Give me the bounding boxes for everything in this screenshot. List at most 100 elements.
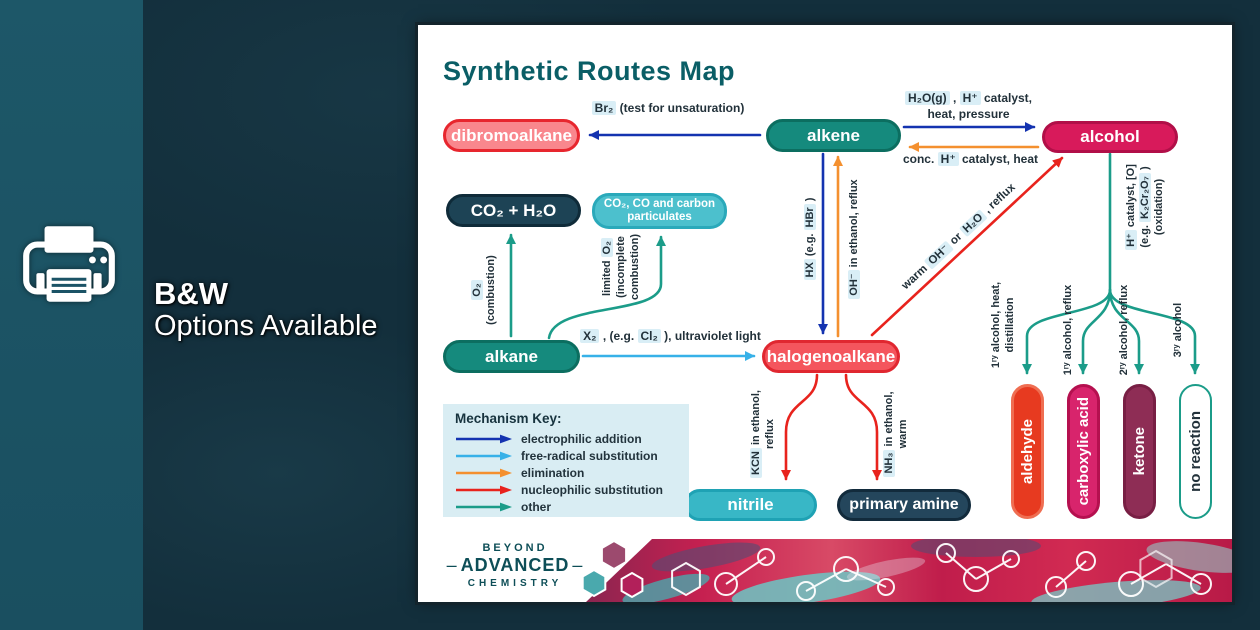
label-cyanide-line1: KCN in ethanol, [749,374,763,494]
mechanism-key: Mechanism Key: electrophilic addition fr… [443,404,689,517]
label-combustion-line1: O₂ [470,230,484,350]
label-incomplete-pre: limited [601,257,613,296]
label-amine-line2: warm [897,419,909,449]
label-hydration-line2: heat, pressure [927,107,1010,121]
bw-title: B&W [154,276,229,311]
bw-subtitle: Options Available [154,310,378,342]
key-row-free-radical: free-radical substitution [455,447,679,464]
label-dehydration: conc. H⁺ catalyst, heat [868,151,1073,167]
chip-kcn: KCN [750,448,762,478]
label-branch-carboxylic: 1ʳʸ alcohol, reflux [1062,284,1074,376]
chip-ohminus: OH⁻ [848,270,860,299]
label-branch-ketone: 2ʳʸ alcohol, reflux [1118,284,1130,376]
label-halogenation-mid: , (e.g. [599,329,638,343]
key-arrow-other-icon [456,502,512,511]
node-aldehyde-label: aldehyde [1019,418,1036,485]
label-elimination-rest: in ethanol, reflux [848,179,860,271]
label-cyanide-rest: in ethanol, [750,390,762,449]
key-arrow-elimination-icon [456,468,512,477]
label-oxidation-line3: (oxidation) [1153,178,1165,236]
label-halogenation: X₂ , (e.g. Cl₂ ), ultraviolet light [568,328,773,344]
label-incomplete-combustion: limited O₂ (incomplete combustion) [600,192,642,342]
label-branch-aldehyde-line1: 1ʳʸ alcohol, heat, [990,281,1002,369]
key-arrow-free-radical-icon [456,451,512,460]
node-nitrile: nitrile [684,489,817,521]
logo-beyond: BEYOND [482,542,548,554]
brand-logo: BEYOND –ADVANCED– CHEMISTRY [440,542,590,589]
node-incomplete-line1: CO₂, CO and carbon [603,198,716,210]
chip-hbr: HBr [804,204,816,231]
node-halogenoalkane: halogenoalkane [762,340,900,373]
key-label-other: other [521,499,551,514]
logo-dash-right: – [572,555,584,575]
label-incomplete-line3: combustion) [629,234,641,300]
node-combustion-products: CO₂ + H₂O [446,194,581,227]
chip-hx: HX [804,259,816,281]
node-alkane: alkane [443,340,580,373]
node-dibromoalkane-label: dibromoalkane [451,125,572,145]
printer-icon [23,226,115,302]
key-label-electrophilic: electrophilic addition [521,431,642,446]
node-alkene-label: alkene [807,125,860,145]
label-oxidation-rest2: ) [1139,166,1151,174]
node-dibromoalkane: dibromoalkane [443,119,580,152]
label-hx-mid: (e.g. [804,230,816,260]
chip-nh3: NH₃ [883,449,895,477]
label-amine-line1: NH₃ in ethanol, [882,374,896,494]
key-row-other: other [455,498,679,515]
node-aldehyde: aldehyde [1011,384,1044,519]
key-arrow-nucleophilic-icon [456,485,512,494]
poster-title: Synthetic Routes Map [443,56,736,86]
side-teal-strip [0,0,143,630]
label-branch-no-reaction: 3ʳʸ alcohol [1172,302,1184,358]
logo-advanced: ADVANCED [460,555,570,575]
label-oxidation-line2: (e.g. K₂Cr₂O₇ ) [1138,122,1152,292]
label-dehydration-pre: conc. [902,152,938,166]
label-combustion: O₂ (combustion) [470,230,498,350]
banner-art [581,539,1232,602]
label-hydrohalogenation: HX (e.g. HBr ) [803,164,817,314]
label-elimination-oh: OH⁻ in ethanol, reflux [847,154,861,324]
node-halogenoalkane-label: halogenoalkane [766,346,896,366]
node-alcohol: alcohol [1042,121,1178,153]
node-alkane-label: alkane [485,346,538,366]
node-primary-amine-label: primary amine [849,496,959,513]
logo-dash-left: – [446,555,458,575]
key-row-elimination: elimination [455,464,679,481]
chip-br2: Br₂ [591,101,617,115]
label-incomplete-line2: (incomplete [615,236,627,298]
label-branch-aldehyde-line2: distillation [1004,297,1016,353]
node-combustion-products-label: CO₂ + H₂O [470,200,557,220]
key-arrow-electrophilic-icon [456,434,512,443]
key-label-nucleophilic: nucleophilic substitution [521,482,663,497]
node-primary-amine: primary amine [837,489,971,521]
label-hydration-sep: , [949,91,960,105]
node-carboxylic-acid: carboxylic acid [1067,384,1100,519]
label-halogenation-rest: ), ultraviolet light [660,329,761,343]
key-label-free-radical: free-radical substitution [521,448,658,463]
chip-hplus-2: H⁺ [937,152,959,166]
chip-x2: X₂ [580,329,600,343]
label-dehydration-rest: catalyst, heat [958,152,1039,166]
node-no-reaction: no reaction [1179,384,1212,519]
label-bromination-text: (test for unsaturation) [616,101,745,115]
chip-h2og: H₂O(g) [904,91,950,105]
label-hydration: H₂O(g) , H⁺ catalyst, heat, pressure [866,90,1071,122]
key-row-nucleophilic: nucleophilic substitution [455,481,679,498]
node-alkene: alkene [766,119,901,152]
node-ketone-label: ketone [1131,427,1148,476]
label-branch-aldehyde: 1ʳʸ alcohol, heat, distillation [989,260,1017,390]
key-row-electrophilic: electrophilic addition [455,430,679,447]
mechanism-key-title: Mechanism Key: [455,411,562,426]
chip-o2: O₂ [471,280,483,300]
chip-dichromate: K₂Cr₂O₇ [1139,173,1151,222]
logo-chemistry: CHEMISTRY [467,578,563,589]
node-no-reaction-label: no reaction [1187,411,1204,492]
label-oxidation-rest1: catalyst, [O] [1125,164,1137,231]
label-hydration-rest: catalyst, [980,91,1033,105]
key-label-elimination: elimination [521,465,585,480]
node-carboxylic-acid-label: carboxylic acid [1075,397,1092,506]
node-incomplete-line2: particulates [627,211,692,223]
label-bromination: Br₂ (test for unsaturation) [548,100,788,116]
label-amine-rest: in ethanol, [883,391,895,450]
